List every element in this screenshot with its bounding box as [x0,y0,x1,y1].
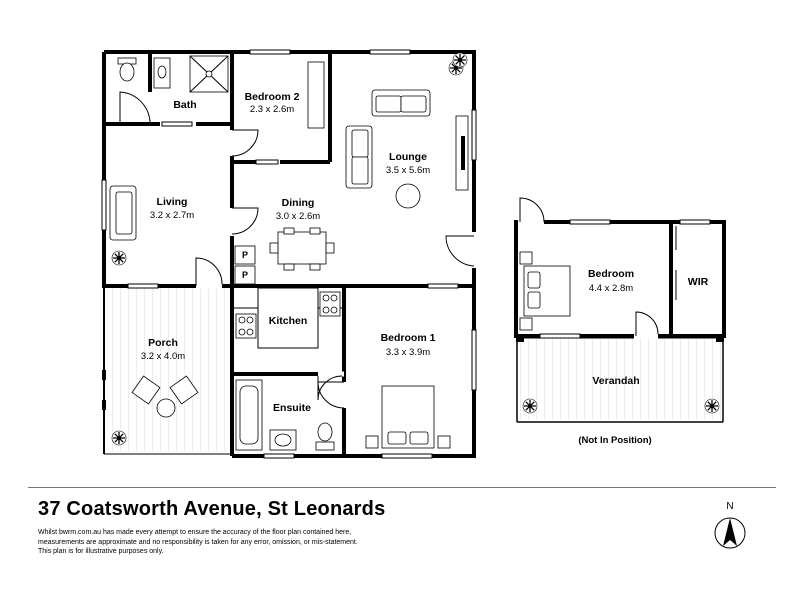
room-name-porch: Porch [148,337,178,349]
verandah-decking [517,338,723,420]
living-furniture [109,185,137,266]
compass-north-label: N [726,501,733,512]
room-name-dining: Dining [282,197,315,209]
footer-divider [28,487,776,488]
bath-fixtures [117,55,229,93]
room-dim-porch: 3.2 x 4.0m [141,351,185,362]
north-compass-icon: N [714,501,746,549]
room-name-bath: Bath [173,99,196,111]
room-dim-lounge: 3.5 x 5.6m [386,165,430,176]
room-name-bedroom: Bedroom [588,268,634,280]
room-dim-dining: 3.0 x 2.6m [276,211,320,222]
room-dim-bedroom2: 2.3 x 2.6m [250,104,294,115]
pantry-1 [234,245,256,265]
disclaimer-line: This plan is for illustrative purposes o… [38,548,164,555]
room-dim-living: 3.2 x 2.7m [150,210,194,221]
room-name-bedroom1: Bedroom 1 [381,332,436,344]
room-name-wir: WIR [688,276,709,288]
room-name-bedroom2: Bedroom 2 [245,91,300,103]
disclaimer: Whilst bwrm.com.au has made every attemp… [38,528,368,557]
disclaimer-line: measurements are approximate and no resp… [38,538,358,546]
room-name-pantry2: P [242,270,248,280]
door-swings [119,91,475,409]
room-dim-bedroom: 4.4 x 2.8m [589,283,633,294]
bedroom-bed [519,251,571,331]
not-in-position-note: (Not In Position) [578,435,651,446]
property-address: 37 Coatsworth Avenue, St Leonards [38,498,386,520]
room-name-verandah: Verandah [592,375,639,387]
lounge-furniture [345,60,469,209]
porch-furniture [102,370,199,446]
bedroom1-bed [365,52,468,449]
room-name-pantry1: P [242,250,248,260]
disclaimer-line: Whilst bwrm.com.au has made every attemp… [38,529,352,536]
dining-table [269,227,335,271]
kitchen-appliances [235,291,341,339]
outbuilding-walls [514,220,726,423]
room-name-living: Living [157,196,188,208]
ensuite-fixtures [235,379,335,451]
pantry-2 [234,265,256,285]
bedroom2-wardrobe [307,61,325,129]
room-name-kitchen: Kitchen [269,315,308,327]
room-name-ensuite: Ensuite [273,402,311,414]
room-name-lounge: Lounge [389,151,427,163]
porch-decking [104,288,230,452]
room-dim-bedroom1: 3.3 x 3.9m [386,347,430,358]
